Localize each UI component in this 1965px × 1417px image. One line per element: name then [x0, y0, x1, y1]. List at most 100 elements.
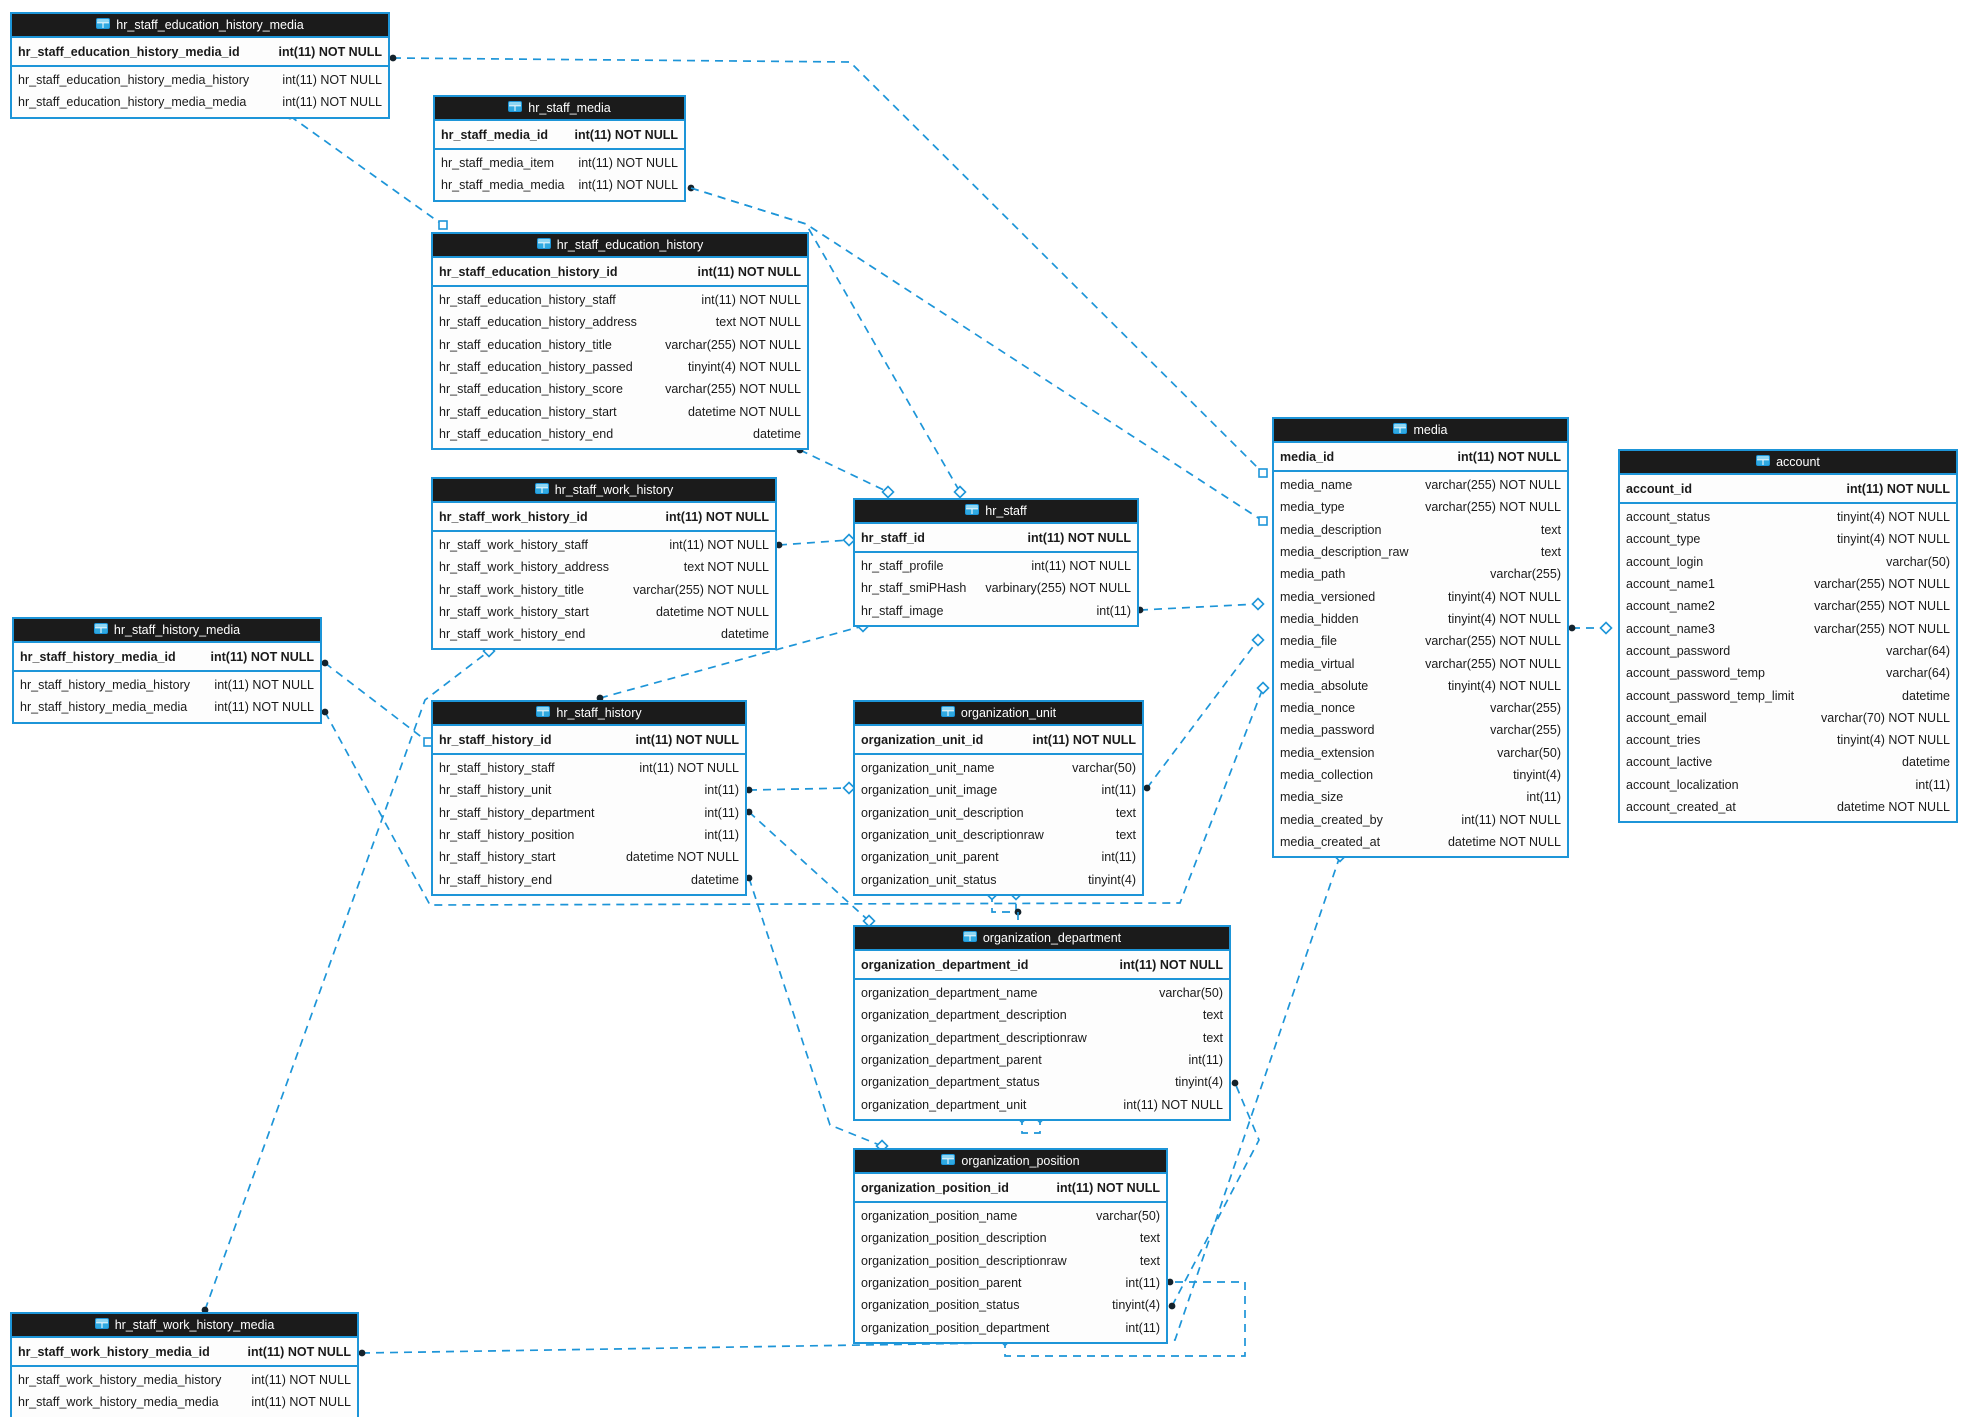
table-row: organization_unit_image int(11) — [855, 779, 1142, 801]
table-row: media_file varchar(255) NOT NULL — [1274, 630, 1567, 652]
field-type: varbinary(255) NOT NULL — [985, 581, 1131, 596]
table-row: media_virtual varchar(255) NOT NULL — [1274, 652, 1567, 674]
table-organization_unit[interactable]: organization_unit organization_unit_id i… — [853, 700, 1144, 896]
table-hr_staff_education_history_media[interactable]: hr_staff_education_history_media hr_staf… — [10, 12, 390, 119]
table-row: hr_staff_work_history_media_history int(… — [12, 1369, 357, 1391]
table-row: organization_position_name varchar(50) — [855, 1205, 1166, 1227]
field-name: media_description — [1280, 522, 1382, 537]
pk-field-type: int(11) NOT NULL — [278, 44, 382, 59]
field-name: media_file — [1280, 634, 1337, 649]
field-rows: organization_position_name varchar(50) o… — [855, 1203, 1166, 1342]
table-organization_department[interactable]: organization_department organization_dep… — [853, 925, 1231, 1121]
field-name: hr_staff_smiPHash — [861, 581, 967, 596]
table-hr_staff_work_history_media[interactable]: hr_staff_work_history_media hr_staff_wor… — [10, 1312, 359, 1417]
relation-line — [748, 877, 883, 1147]
primary-key-row: hr_staff_history_id int(11) NOT NULL — [433, 726, 745, 755]
table-hr_staff[interactable]: hr_staff hr_staff_id int(11) NOT NULL hr… — [853, 498, 1139, 627]
table-icon — [1756, 455, 1771, 469]
table-row: account_type tinyint(4) NOT NULL — [1620, 528, 1956, 550]
table-hr_staff_education_history[interactable]: hr_staff_education_history hr_staff_educ… — [431, 232, 809, 451]
field-rows: account_status tinyint(4) NOT NULL accou… — [1620, 504, 1956, 821]
field-type: datetime NOT NULL — [687, 404, 801, 419]
field-type: varchar(255) NOT NULL — [1814, 577, 1950, 592]
pk-field-name: organization_unit_id — [861, 732, 984, 747]
field-type: tinyint(4) NOT NULL — [1837, 733, 1950, 748]
field-name: account_tries — [1626, 733, 1701, 748]
diamond-marker — [1251, 633, 1265, 647]
relation-line — [1171, 1082, 1260, 1307]
relation-hr_staff-to-media — [1136, 597, 1265, 614]
table-row: hr_staff_image int(11) — [855, 600, 1137, 622]
pk-field-name: hr_staff_education_history_media_id — [18, 44, 240, 59]
table-header[interactable]: organization_position — [855, 1150, 1166, 1174]
pk-field-name: hr_staff_history_media_id — [20, 649, 176, 664]
field-rows: organization_unit_name varchar(50) organ… — [855, 755, 1142, 894]
field-rows: hr_staff_education_history_media_history… — [12, 67, 388, 117]
field-type: varchar(255) NOT NULL — [1814, 599, 1950, 614]
field-type: varchar(255) NOT NULL — [1425, 634, 1561, 649]
table-header[interactable]: hr_staff_education_history — [433, 234, 807, 258]
field-type: datetime — [1902, 755, 1950, 770]
dot-marker — [1143, 784, 1151, 792]
field-name: account_name3 — [1626, 621, 1715, 636]
table-header[interactable]: hr_staff_media — [435, 97, 684, 121]
table-account[interactable]: account account_id int(11) NOT NULL acco… — [1618, 449, 1958, 824]
table-row: hr_staff_profile int(11) NOT NULL — [855, 555, 1137, 577]
table-row: organization_position_parent int(11) — [855, 1272, 1166, 1294]
table-row: hr_staff_history_start datetime NOT NULL — [433, 846, 745, 868]
table-icon — [941, 1154, 956, 1168]
table-header[interactable]: account — [1620, 451, 1956, 475]
field-name: organization_position_department — [861, 1320, 1050, 1335]
pk-field-name: hr_staff_id — [861, 530, 925, 545]
relation-hr_staff_work_history-to-hr_staff — [775, 533, 856, 549]
table-icon — [94, 1318, 109, 1332]
table-title: organization_unit — [960, 706, 1057, 720]
table-header[interactable]: hr_staff_work_history — [433, 479, 775, 503]
table-header[interactable]: media — [1274, 419, 1567, 443]
table-hr_staff_history_media[interactable]: hr_staff_history_media hr_staff_history_… — [12, 617, 322, 724]
table-row: hr_staff_education_history_address text … — [433, 311, 807, 333]
field-type: int(11) NOT NULL — [1031, 559, 1131, 574]
table-header[interactable]: organization_unit — [855, 702, 1142, 726]
table-header[interactable]: hr_staff_history_media — [14, 619, 320, 643]
table-row: account_localization int(11) — [1620, 774, 1956, 796]
primary-key-row: hr_staff_work_history_id int(11) NOT NUL… — [433, 503, 775, 532]
diamond-marker — [881, 485, 895, 499]
pk-field-type: int(11) NOT NULL — [1846, 481, 1950, 496]
field-type: varchar(255) NOT NULL — [1425, 478, 1561, 493]
table-header[interactable]: hr_staff_work_history_media — [12, 1314, 357, 1338]
dot-marker — [1231, 1079, 1239, 1087]
field-type: varchar(50) — [1096, 1209, 1160, 1224]
dot-marker — [745, 786, 753, 794]
table-header[interactable]: hr_staff_education_history_media — [12, 14, 388, 38]
field-name: organization_department_descriptionraw — [861, 1030, 1087, 1045]
table-hr_staff_work_history[interactable]: hr_staff_work_history hr_staff_work_hist… — [431, 477, 777, 651]
relation-line — [289, 115, 444, 226]
field-name: hr_staff_media_item — [441, 156, 555, 171]
field-type: datetime NOT NULL — [1447, 834, 1561, 849]
field-type: text — [1540, 522, 1561, 537]
table-title: hr_staff_education_history — [556, 238, 704, 252]
field-name: organization_position_name — [861, 1209, 1018, 1224]
field-name: hr_staff_education_history_staff — [439, 293, 616, 308]
table-media[interactable]: media media_id int(11) NOT NULL media_na… — [1272, 417, 1569, 859]
field-name: media_nonce — [1280, 701, 1356, 716]
table-header[interactable]: hr_staff_history — [433, 702, 745, 726]
table-header[interactable]: hr_staff — [855, 500, 1137, 524]
table-header[interactable]: organization_department — [855, 927, 1229, 951]
dot-marker — [1166, 1278, 1174, 1286]
field-name: hr_staff_history_department — [439, 805, 595, 820]
table-row: media_extension varchar(50) — [1274, 742, 1567, 764]
table-title: account — [1776, 455, 1820, 469]
table-hr_staff_media[interactable]: hr_staff_media hr_staff_media_id int(11)… — [433, 95, 686, 202]
pk-field-name: hr_staff_media_id — [441, 127, 548, 142]
table-row: hr_staff_smiPHash varbinary(255) NOT NUL… — [855, 577, 1137, 599]
field-name: hr_staff_profile — [861, 559, 944, 574]
field-name: hr_staff_education_history_passed — [439, 360, 633, 375]
table-hr_staff_history[interactable]: hr_staff_history hr_staff_history_id int… — [431, 700, 747, 896]
field-type: int(11) NOT NULL — [282, 73, 382, 88]
table-organization_position[interactable]: organization_position organization_posit… — [853, 1148, 1168, 1344]
field-name: hr_staff_education_history_score — [439, 382, 623, 397]
field-name: account_type — [1626, 532, 1701, 547]
